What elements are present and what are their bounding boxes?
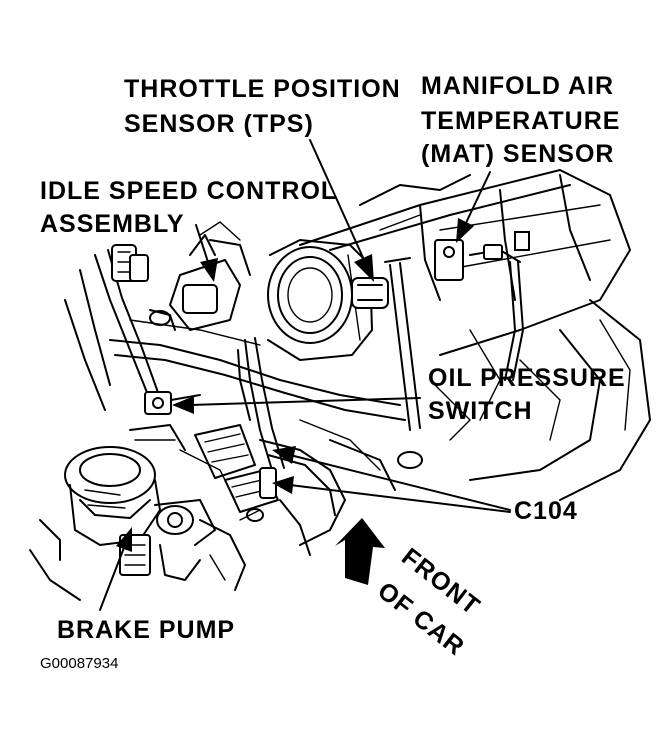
callout-arrows [99, 139, 511, 611]
mat-label-line3: (MAT) SENSOR [421, 140, 614, 168]
front-of-car-arrow [335, 518, 385, 585]
isc-label-line1: IDLE SPEED CONTROL [40, 177, 337, 205]
isc-label-line2: ASSEMBLY [40, 210, 185, 238]
tps-label-line1: THROTTLE POSITION [124, 75, 401, 103]
oil-pressure-label-line2: SWITCH [428, 397, 533, 425]
mat-label-line2: TEMPERATURE [421, 107, 620, 135]
labels: THROTTLE POSITION SENSOR (TPS) MANIFOLD … [40, 72, 626, 672]
figure-code: G00087934 [40, 655, 118, 672]
c104-label: C104 [514, 497, 578, 525]
oil-pressure-label-line1: OIL PRESSURE [428, 364, 626, 392]
tps-label-line2: SENSOR (TPS) [124, 110, 314, 138]
brake-pump-label: BRAKE PUMP [57, 616, 235, 644]
mat-label-line1: MANIFOLD AIR [421, 72, 614, 100]
